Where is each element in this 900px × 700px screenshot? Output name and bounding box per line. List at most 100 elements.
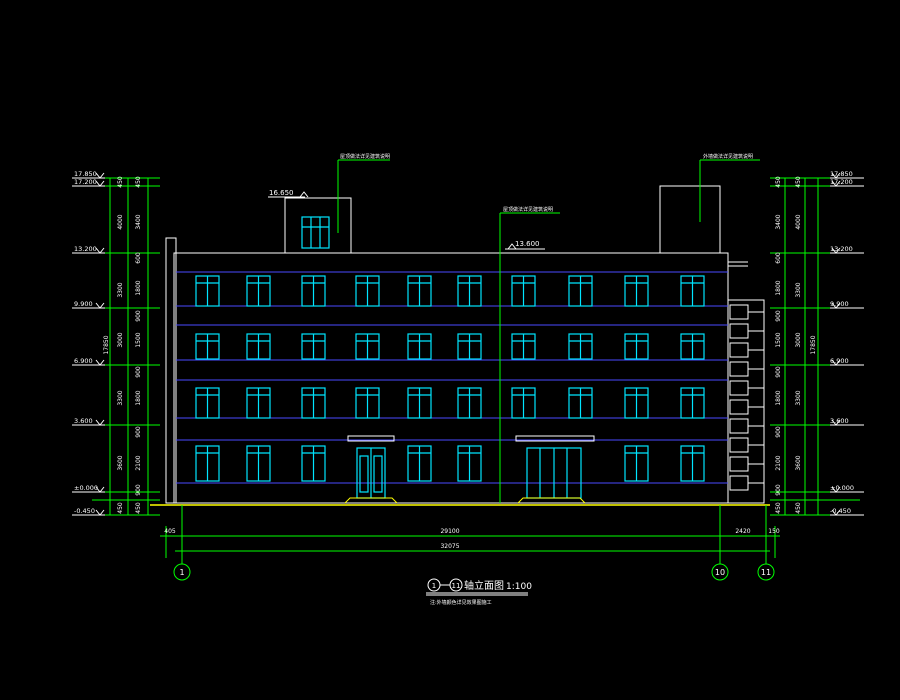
dim-left-outer-4: 3300 — [117, 390, 124, 405]
callout-2: 屋顶做法详见建筑说明 — [503, 206, 553, 213]
callout-3: 外墙做法详见建筑说明 — [703, 153, 753, 160]
dim-right-outer-9: 2100 — [775, 455, 782, 470]
dim-bottom-2: 2420 — [735, 528, 750, 535]
dim-right-inner-5: 3600 — [795, 455, 802, 470]
window-1-4 — [407, 333, 432, 360]
balcony-9 — [729, 475, 749, 491]
dimension-lines — [92, 177, 860, 558]
left-elevation-5: 3.600 — [72, 417, 105, 426]
dim-right-inner-1: 4000 — [795, 214, 802, 229]
stair-tower-left — [284, 197, 352, 254]
callout-texts: 屋顶做法详见建筑说明 屋顶做法详见建筑说明 外墙做法详见建筑说明 — [340, 153, 753, 213]
grid-axes — [173, 505, 775, 581]
dim-left-inner-8: 900 — [135, 426, 142, 438]
dim-right-inner-2: 3300 — [795, 282, 802, 297]
title-axis-from: 1 — [432, 582, 436, 590]
window-1-2 — [301, 333, 326, 360]
svg-text:17.200: 17.200 — [830, 178, 853, 186]
dim-bottom-1: 29100 — [440, 528, 459, 535]
svg-text:17.850: 17.850 — [74, 170, 97, 178]
window-2-2 — [301, 387, 326, 419]
svg-text:3.600: 3.600 — [74, 417, 93, 425]
left-elevation-7: -0.450 — [72, 507, 105, 516]
dim-right-outer-6: 900 — [775, 366, 782, 378]
stair-tower-right — [659, 185, 721, 254]
window-0-0 — [195, 275, 220, 307]
dim-right-outer-10: 900 — [775, 484, 782, 496]
left-elevation-0: 17.850 — [72, 170, 105, 179]
dim-left-total-text: 17850 — [103, 335, 110, 354]
right-elevation-6: ±0.000 — [830, 484, 864, 493]
elevation-markers-right: 17.85017.20013.2009.9006.9003.600±0.000-… — [830, 170, 864, 516]
right-elevation-3: 9.900 — [830, 300, 864, 309]
svg-text:17.200: 17.200 — [74, 178, 97, 186]
dim-left-outer-0: 450 — [117, 176, 124, 188]
dim-left-outer-6: 450 — [117, 502, 124, 514]
dim-left-inner-5: 1500 — [135, 332, 142, 347]
left-elevation-1: 17.200 — [72, 178, 105, 187]
window-3-8 — [624, 445, 649, 482]
side-wing — [727, 299, 765, 504]
dim-right-outer-2: 600 — [775, 252, 782, 264]
window-0-6 — [511, 275, 536, 307]
drawing-title: 1 11 轴立面图 1:100 注:外墙颜色详见效果图施工 — [426, 578, 532, 606]
window-0-7 — [568, 275, 593, 307]
canopy-right — [515, 435, 595, 442]
window-2-8 — [624, 387, 649, 419]
dim-left-inner-3: 1800 — [135, 280, 142, 295]
window-3-9 — [680, 445, 705, 482]
window-2-0 — [195, 387, 220, 419]
roof-top-level: 16.650 — [269, 189, 294, 197]
dim-left-outer-5: 3600 — [117, 455, 124, 470]
balcony-0 — [729, 304, 749, 320]
dim-left-inner-9: 2100 — [135, 455, 142, 470]
window-0-8 — [624, 275, 649, 307]
window-3-2 — [301, 445, 326, 482]
svg-text:13.200: 13.200 — [74, 245, 97, 253]
side-wing-balconies — [729, 304, 764, 491]
axis-label-11: 11 — [761, 568, 771, 577]
svg-text:±0.000: ±0.000 — [74, 484, 98, 492]
dim-left-inner-2: 600 — [135, 252, 142, 264]
dim-right-outer-1: 3400 — [775, 214, 782, 229]
window-2-7 — [568, 387, 593, 419]
window-1-6 — [511, 333, 536, 360]
balcony-2 — [729, 342, 749, 358]
dim-left-inner-0: 450 — [135, 176, 142, 188]
callout-1: 屋顶做法详见建筑说明 — [340, 153, 390, 160]
right-elevation-0: 17.850 — [830, 170, 864, 179]
window-0-3 — [355, 275, 380, 307]
dim-left-inner-10: 900 — [135, 484, 142, 496]
dim-left-outer-2: 3300 — [117, 282, 124, 297]
building — [165, 185, 765, 504]
window-0-1 — [246, 275, 271, 307]
main-facade — [173, 252, 729, 504]
parapet-left — [165, 237, 177, 504]
svg-text:3.600: 3.600 — [830, 417, 849, 425]
door-left — [356, 447, 386, 499]
balcony-7 — [729, 437, 749, 453]
window-1-7 — [568, 333, 593, 360]
left-elevation-6: ±0.000 — [72, 484, 105, 493]
window-3-1 — [246, 445, 271, 482]
right-elevation-1: 17.200 — [830, 178, 864, 187]
window-1-8 — [624, 333, 649, 360]
dim-right-outer-4: 900 — [775, 310, 782, 322]
window-1-0 — [195, 333, 220, 360]
window-0-5 — [457, 275, 482, 307]
grid-axis-labels: 1 10 11 — [179, 568, 771, 577]
dim-right-outer-0: 450 — [775, 176, 782, 188]
balcony-3 — [729, 361, 749, 377]
dim-bottom-0: 405 — [164, 528, 176, 535]
window-0-4 — [407, 275, 432, 307]
window-2-1 — [246, 387, 271, 419]
dim-left-inner-7: 1800 — [135, 390, 142, 405]
window-1-3 — [355, 333, 380, 360]
axis-label-1: 1 — [179, 568, 184, 577]
dim-left-outer-3: 3000 — [117, 332, 124, 347]
dim-bottom-3: 150 — [768, 528, 780, 535]
entrance-steps — [344, 497, 586, 504]
dim-right-outer-11: 450 — [775, 502, 782, 514]
svg-text:9.900: 9.900 — [74, 300, 93, 308]
windows — [195, 216, 705, 482]
